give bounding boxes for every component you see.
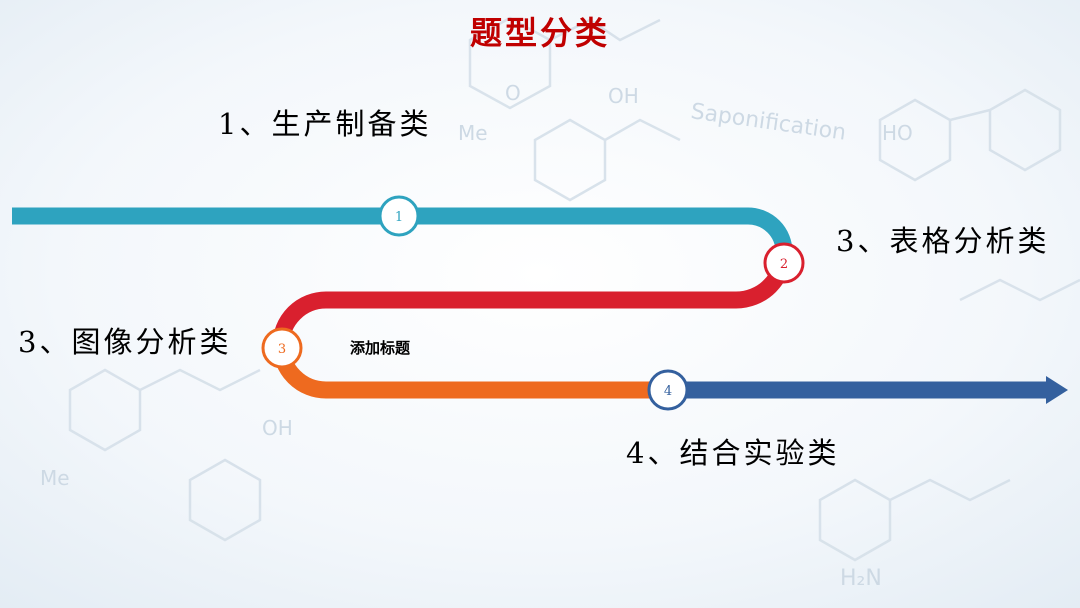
step-marker-4: 4: [647, 369, 689, 411]
placeholder-title[interactable]: 添加标题: [350, 339, 411, 357]
category-label-1: 1、生产制备类: [218, 107, 432, 141]
molecule-bond: [549, 18, 661, 42]
benzene-ring-left: [68, 368, 142, 452]
benzene-ring-bottom-right: [818, 478, 892, 562]
path-segment-3: [272, 344, 668, 399]
bg-label: OH: [608, 84, 639, 108]
benzene-ring-top: [468, 16, 552, 110]
bg-label: OH: [262, 416, 293, 440]
molecule-bond: [959, 278, 1080, 302]
step-marker-2: 2: [763, 242, 805, 284]
bg-label: Me: [458, 121, 488, 145]
step-number: 1: [395, 210, 403, 225]
benzene-ring-right: [878, 98, 952, 182]
molecule-bond: [139, 368, 261, 392]
benzene-ring-bottom-left: [188, 458, 262, 542]
molecule-bond: [889, 478, 1011, 502]
bg-label: O: [505, 81, 521, 105]
benzene-ring-far-right: [988, 88, 1062, 172]
slide-title: 题型分类: [469, 14, 610, 52]
molecule-bond: [949, 108, 991, 122]
step-marker-3: 3: [261, 327, 303, 369]
step-number: 3: [278, 342, 286, 357]
step-number: 2: [780, 257, 788, 272]
step-number: 4: [664, 384, 672, 399]
molecule-bond: [604, 118, 681, 142]
path-segment-2: [272, 251, 793, 346]
category-label-2: 3、表格分析类: [836, 224, 1050, 258]
bg-label: H₂N: [840, 566, 882, 591]
category-label-3: 3、图像分析类: [18, 325, 232, 359]
bg-label: HO: [882, 121, 913, 145]
arrow-head-icon: [1046, 376, 1068, 404]
bg-label: Me: [40, 466, 70, 490]
category-label-4: 4、结合实验类: [626, 436, 840, 470]
step-marker-1: 1: [378, 195, 420, 237]
benzene-ring-mid: [533, 118, 607, 202]
